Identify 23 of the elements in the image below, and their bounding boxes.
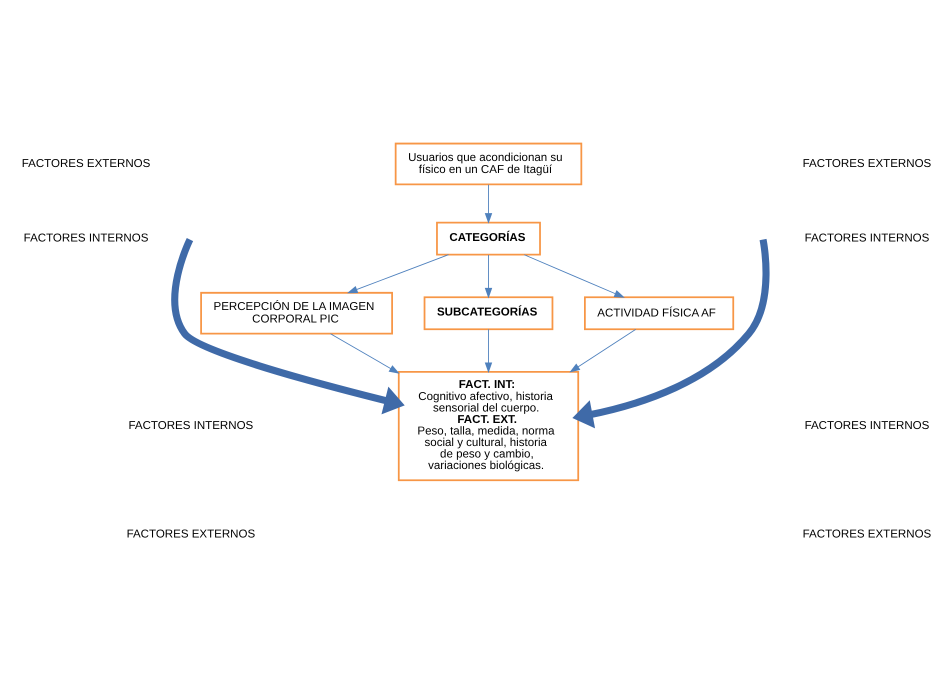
arrow	[330, 332, 400, 374]
label: FACTORES INTERNOS	[23, 232, 148, 244]
node-box: PERCEPCIÓN DE LA IMAGEN CORPORAL PIC	[200, 291, 392, 334]
arrow	[484, 184, 492, 224]
label: FACTORES EXTERNOS	[802, 528, 931, 540]
label: FACTORES EXTERNOS	[126, 528, 255, 540]
label: FACTORES EXTERNOS	[802, 158, 931, 170]
label: FACTORES INTERNOS	[804, 232, 929, 244]
arrow	[568, 328, 636, 372]
label: FACTORES EXTERNOS	[21, 158, 150, 170]
arrow	[346, 254, 448, 293]
arrow	[484, 328, 492, 373]
node-box: CATEGORÍAS	[436, 221, 540, 255]
node-box: ACTIVIDAD FÍSICA AF	[584, 296, 734, 330]
arrow	[523, 254, 624, 298]
label: FACTORES INTERNOS	[804, 420, 929, 432]
node-box: Usuarios que acondicionan su físico en un CAF de Itagüí	[394, 142, 582, 185]
node-box: SUBCATEGORÍAS	[423, 296, 553, 330]
arrow	[484, 254, 492, 298]
label: FACTORES INTERNOS	[128, 420, 253, 432]
arrow	[170, 238, 404, 414]
node-box: FACT. INT: Cognitivo afectivo, historia sensorial del cuerpo. FACT. EXT. Peso, talla, medida, norma social y cultural, historia de peso y cambio, variaciones biológicas.	[397, 370, 579, 481]
arrow	[572, 238, 770, 428]
